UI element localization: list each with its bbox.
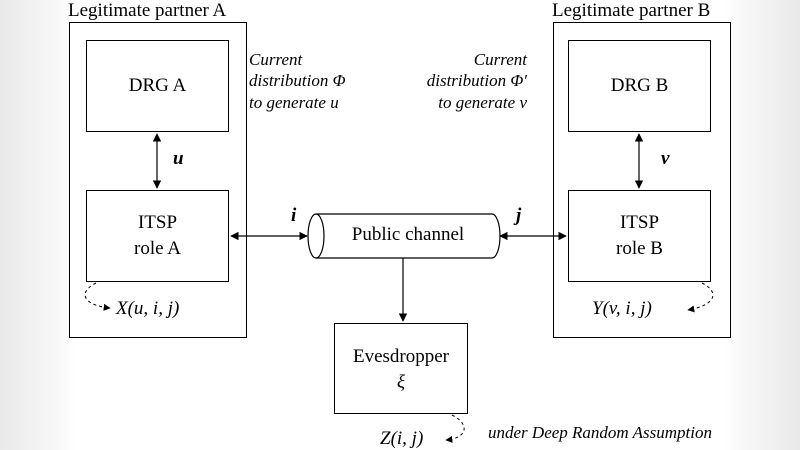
deep-random-assumption: under Deep Random Assumption [488,423,712,442]
output-a-formula: X(u, i, j) [116,298,180,319]
partner-a-title: Legitimate partner A [68,0,227,21]
drg-a-box [86,40,229,132]
dist-b-line1: Current [473,50,527,69]
dist-b-line3: to generate v [438,93,527,112]
channel-left-var: i [291,205,297,226]
channel-right-var: j [516,205,522,226]
dist-b-line2: distribution Φ′ [426,71,527,90]
dist-a-line1: Current [249,50,303,69]
itsp-b-box [568,190,711,282]
itsp-a-box [86,190,229,282]
partner-b-title: Legitimate partner B [552,0,711,21]
public-channel-label: Public channel [351,224,465,245]
output-e-loop-arrow [445,414,465,443]
itsp-a-label-line2: role A [134,238,181,259]
output-e-formula: Z(i, j) [380,428,424,449]
public-channel-cylinder [307,213,501,259]
eavesdropper-symbol: ξ [396,372,406,393]
itsp-b-label-line1: ITSP [619,212,660,233]
drg-b-label: DRG B [610,75,669,96]
output-b-loop-arrow [687,282,714,313]
dist-a-line3: to generate u [249,93,339,112]
itsp-a-label-line1: ITSP [137,212,178,233]
drg-b-box [568,40,711,132]
itsp-b-label-line2: role B [616,238,663,259]
link-a-var: u [173,148,184,169]
eavesdropper-box [334,323,468,414]
eavesdropper-label: Evesdropper [352,346,450,367]
drg-a-label: DRG A [128,75,187,96]
link-b-var: v [661,148,670,169]
dist-a-line2: distribution Φ [249,71,346,90]
output-b-formula: Y(v, i, j) [592,298,652,319]
output-a-loop-arrow [84,282,111,311]
